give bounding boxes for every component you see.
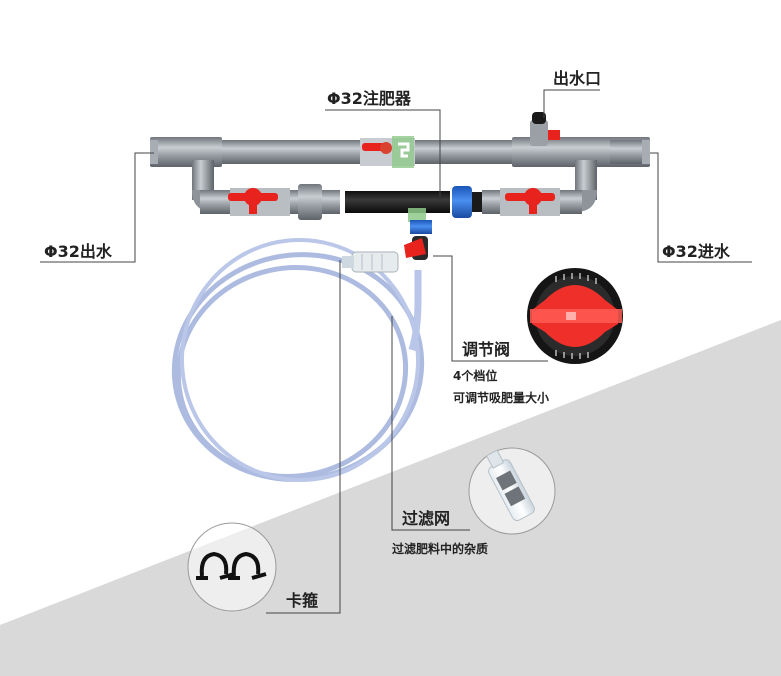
top-ball-valve [360, 136, 415, 168]
hose-segment [408, 270, 422, 352]
hose-coil [171, 238, 425, 482]
suction-port [404, 208, 432, 260]
left-ball-valve [228, 188, 290, 216]
label-regulating-valve-note2: 可调节吸肥量大小 [453, 390, 549, 405]
clamp-detail [196, 551, 267, 580]
leader-lines [40, 89, 752, 614]
filter-detail [485, 449, 535, 521]
label-regulating-valve-note1: 4个档位 [453, 368, 497, 383]
label-injector: Φ32注肥器 [327, 89, 412, 108]
label-filter: 过滤网 [402, 509, 450, 528]
regulating-valve-detail [527, 268, 623, 364]
label-water-in: Φ32进水 [662, 242, 731, 261]
label-outlet-port: 出水口 [553, 69, 601, 88]
hose-end-fitting [342, 251, 399, 273]
label-regulating-valve: 调节阀 [462, 340, 510, 359]
label-water-out: Φ32出水 [44, 242, 113, 261]
background-band [0, 320, 781, 676]
right-ball-valve [500, 188, 560, 216]
label-clamp: 卡箍 [286, 591, 318, 610]
outlet-port-valve [530, 112, 560, 146]
label-filter-note: 过滤肥料中的杂质 [392, 541, 488, 556]
